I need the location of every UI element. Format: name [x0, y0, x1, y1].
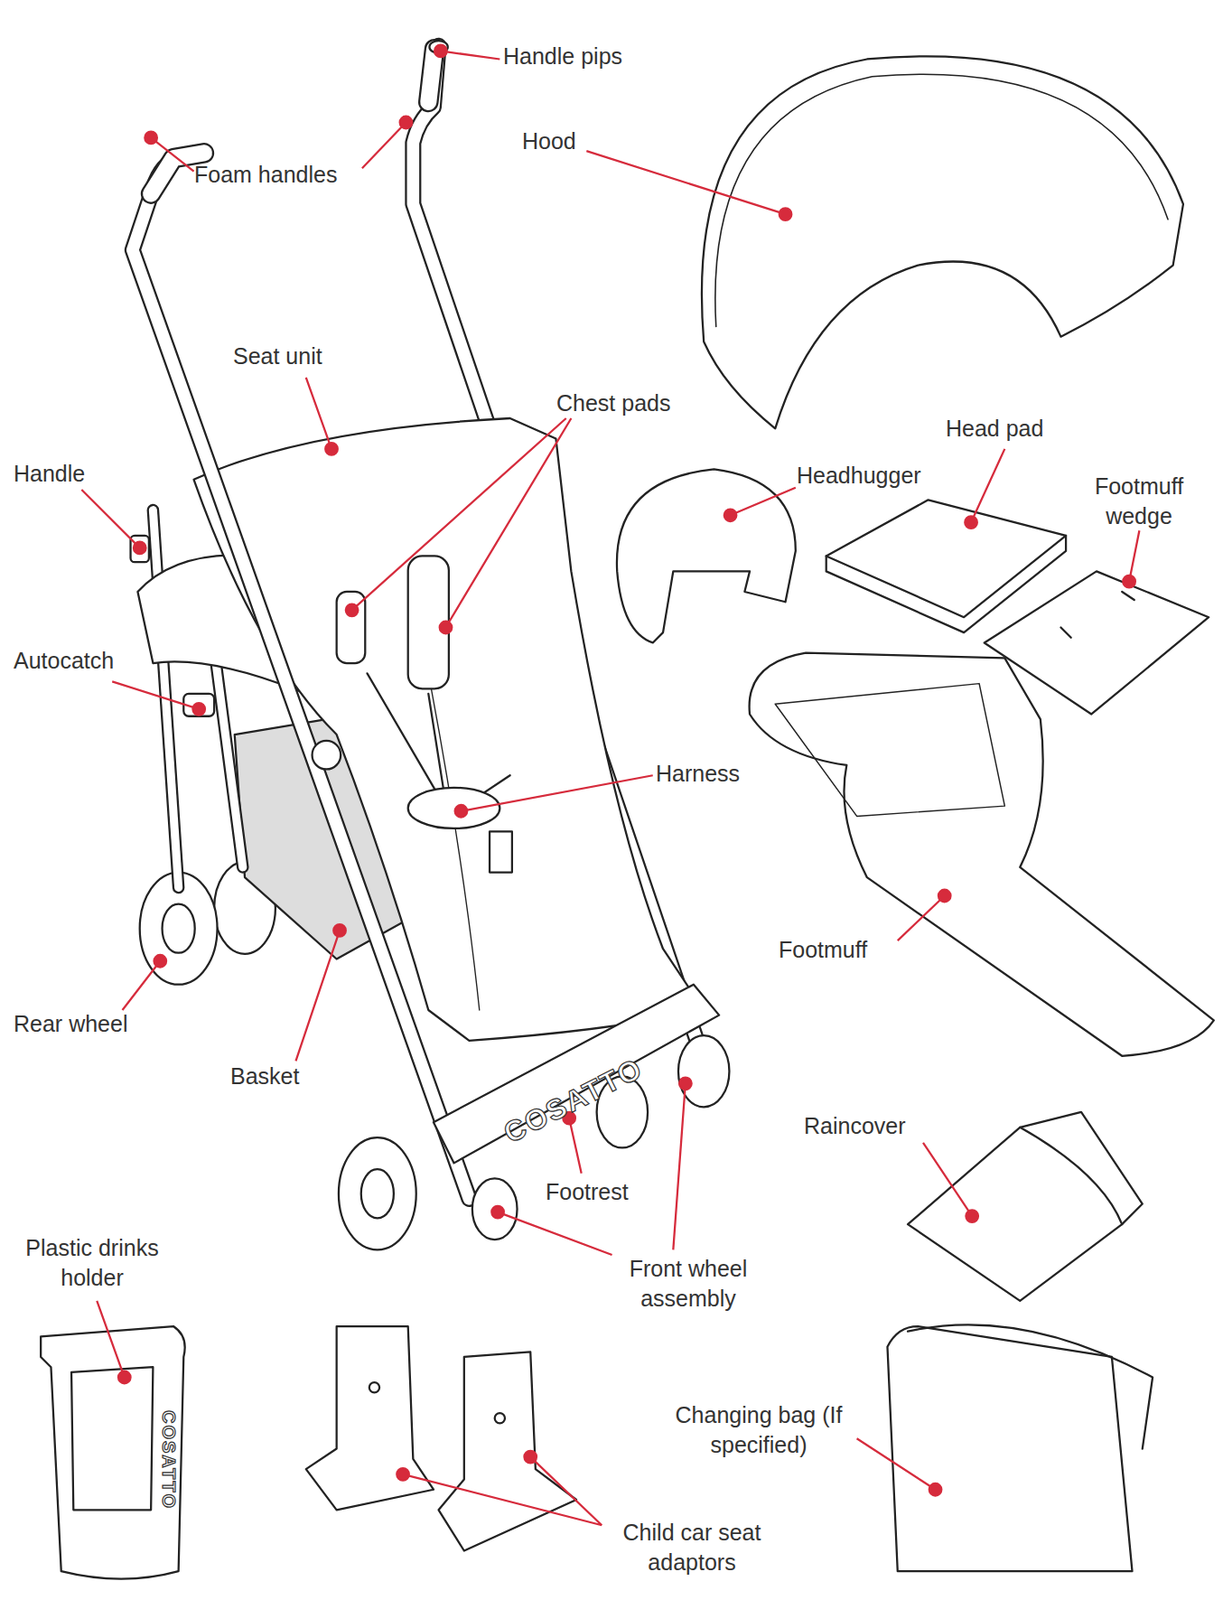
part-label: Raincover	[803, 1110, 967, 1141]
bag-strap	[907, 1324, 1153, 1448]
footrest	[433, 984, 719, 1164]
front-wheel	[472, 1177, 518, 1240]
leader-dot	[434, 45, 448, 58]
leader-dot	[325, 442, 338, 456]
part-label: Basket	[230, 1061, 357, 1092]
car-seat-adaptor	[438, 1351, 577, 1550]
leader-dot	[724, 509, 738, 523]
footmuff-panel	[774, 683, 1005, 817]
changing-bag	[886, 1325, 1132, 1571]
hinge	[312, 740, 342, 770]
part-label: Harness	[655, 758, 801, 789]
part-label: Footmuff wedge	[1080, 471, 1198, 531]
part-label: Plastic drinks holder	[1, 1232, 183, 1292]
leader-dot	[964, 515, 978, 529]
head-pad	[826, 499, 1066, 617]
raincover	[907, 1127, 1122, 1301]
leader-dot	[118, 1371, 131, 1384]
leader-dot	[154, 954, 168, 968]
part-label: Footrest	[545, 1176, 691, 1207]
leader-dot	[965, 1209, 979, 1223]
leader-dot	[333, 924, 346, 937]
wheel-hub	[162, 904, 196, 953]
leader-dot	[491, 1205, 505, 1219]
leader-dot	[144, 131, 158, 145]
leader-dot	[455, 804, 468, 818]
leader-dot	[133, 541, 147, 555]
hood-seam	[715, 74, 1168, 327]
front-wheel	[338, 1137, 417, 1250]
harness-buckle	[408, 787, 501, 829]
harness-strap	[367, 672, 511, 806]
leader-dot	[523, 1450, 537, 1464]
part-label: Handle	[13, 458, 122, 489]
leader-dot	[679, 1077, 692, 1091]
leader-dot	[192, 702, 206, 716]
leader-dot	[400, 116, 413, 130]
part-label: Headhugger	[796, 460, 978, 491]
foam-handle	[428, 48, 435, 103]
leader-dot	[779, 207, 793, 221]
frame-tube	[132, 152, 470, 1199]
part-label: Front wheel assembly	[606, 1253, 770, 1313]
frame-tube	[132, 152, 470, 1199]
part-label: Head pad	[945, 413, 1091, 444]
part-label: Seat unit	[233, 341, 396, 372]
raincover-strap	[1019, 1111, 1143, 1224]
part-label: Footmuff	[778, 934, 924, 965]
part-label: Handle pips	[503, 41, 702, 72]
part-label: Hood	[522, 126, 631, 157]
part-label: Autocatch	[13, 645, 159, 676]
leader-dot	[929, 1483, 943, 1496]
front-wheel	[678, 1035, 729, 1107]
part-label: Rear wheel	[13, 1008, 168, 1039]
handle	[130, 535, 150, 562]
leader-dot	[938, 889, 952, 903]
part-label: Changing bag (If specified)	[659, 1400, 859, 1459]
leader-dot	[439, 621, 453, 635]
drinks-holder	[40, 1325, 186, 1578]
brand-text: COSATTO	[157, 1405, 181, 1514]
foam-handle	[428, 48, 435, 103]
footmuff	[749, 653, 1214, 1056]
seat-unit	[194, 418, 705, 1041]
adaptor-hole	[369, 1381, 380, 1392]
adaptor-hole	[494, 1412, 505, 1423]
headhugger	[616, 468, 796, 643]
part-label: Chest pads	[556, 388, 738, 419]
leader-dot	[396, 1467, 410, 1481]
leader-line	[81, 50, 1139, 1525]
brand-text: COSATTO	[488, 1045, 659, 1157]
holder-cutout	[71, 1366, 153, 1510]
leader-dot	[1122, 575, 1136, 589]
hood	[701, 56, 1184, 429]
harness-strap	[489, 830, 513, 872]
part-label: Foam handles	[194, 159, 393, 190]
wedge-slot	[1060, 591, 1134, 638]
wheel-hub	[361, 1168, 394, 1218]
part-label: Child car seat adaptors	[588, 1517, 796, 1577]
leader-dot	[345, 604, 359, 617]
car-seat-adaptor	[306, 1325, 434, 1510]
